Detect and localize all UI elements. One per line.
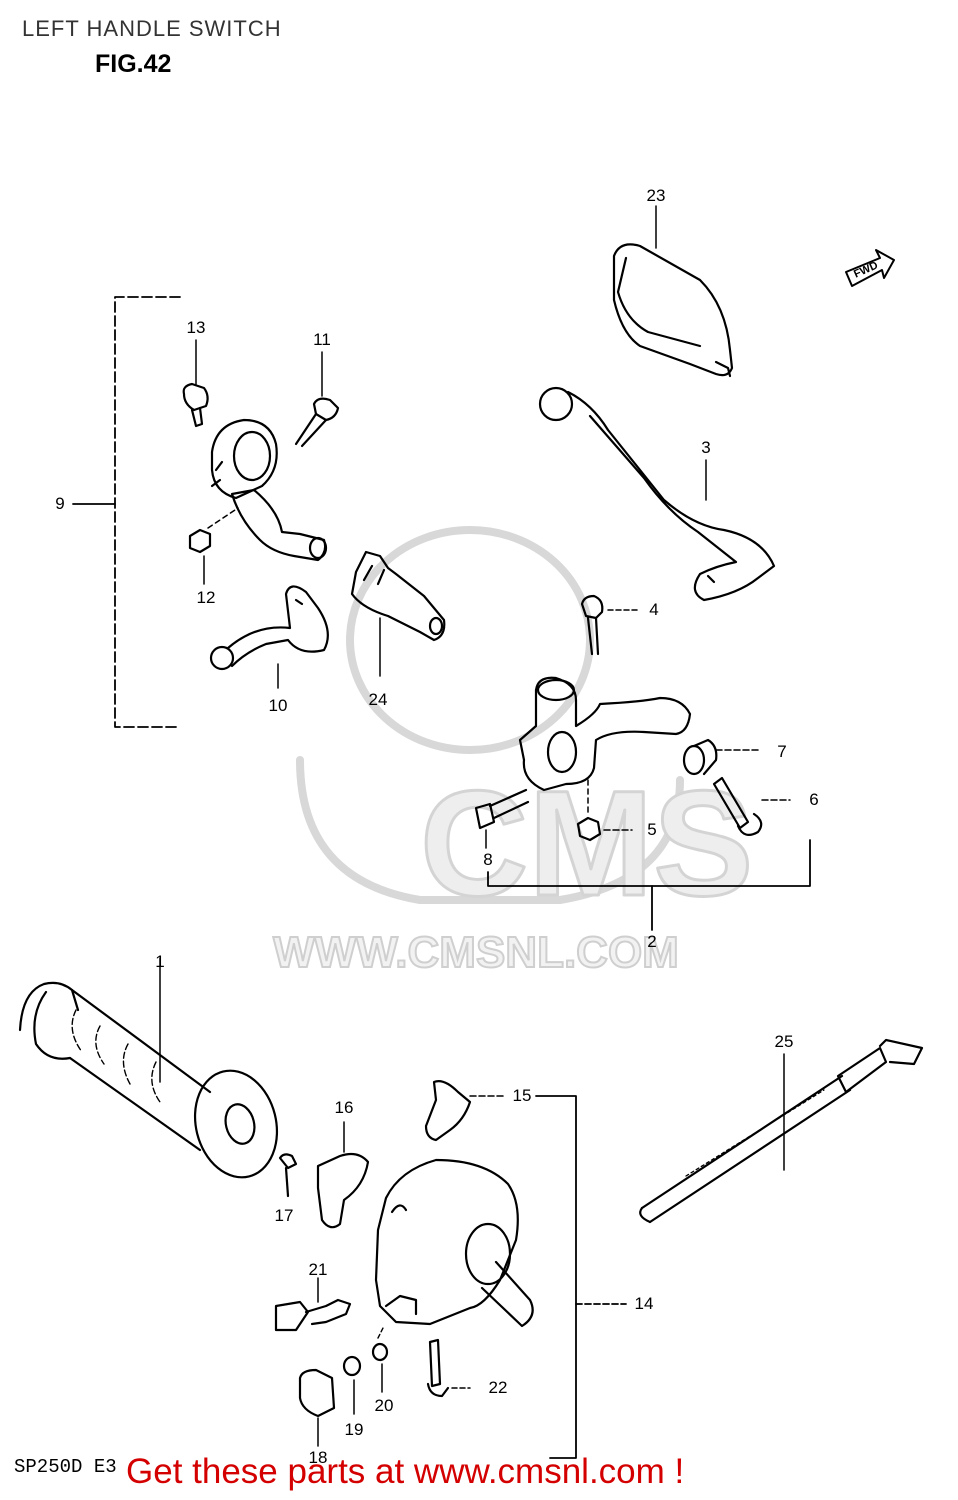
- part-7-collar: [682, 738, 759, 776]
- part-6-pivot-bolt: [712, 776, 791, 837]
- part-11-screw: [294, 351, 340, 448]
- watermark-logo: CMS: [296, 526, 755, 929]
- callout-10: 10: [268, 696, 288, 715]
- part-25-cable-tie: [639, 1038, 924, 1224]
- bracket-group-2: [487, 839, 811, 931]
- callout-14: 14: [634, 1294, 654, 1313]
- callout-21: 21: [308, 1260, 328, 1279]
- callout-12: 12: [196, 588, 216, 607]
- part-13-bolt: [182, 339, 209, 428]
- part-24-bracket: [350, 550, 446, 677]
- callout-24: 24: [368, 690, 388, 709]
- callout-4: 4: [649, 600, 659, 619]
- part-16-knob: [316, 1121, 370, 1229]
- part-22-screw: [426, 1338, 471, 1398]
- bracket-group-9: [72, 296, 181, 728]
- model-code: SP250D E3: [14, 1456, 117, 1478]
- part-8-bolt: [474, 788, 530, 849]
- figure-number: FIG.42: [95, 50, 172, 78]
- callout-5: 5: [647, 820, 657, 839]
- part-5-nut: [576, 816, 633, 842]
- part-14-switch-housing: [374, 1158, 534, 1328]
- diagram-title: LEFT HANDLE SWITCH: [22, 16, 282, 41]
- callout-25: 25: [774, 1032, 794, 1051]
- callout-6: 6: [809, 790, 819, 809]
- part-1-grip: [18, 957, 279, 1179]
- part-4-bolt: [580, 594, 641, 656]
- callout-20: 20: [374, 1396, 394, 1415]
- callout-9: 9: [55, 494, 65, 513]
- part-21-connector: [274, 1277, 352, 1332]
- part-2-lever-holder: [518, 676, 692, 817]
- part-9-lever-holder: [210, 418, 328, 562]
- bracket-group-14: [535, 1095, 627, 1459]
- callout-22: 22: [488, 1378, 508, 1397]
- callout-18: 18: [308, 1448, 328, 1467]
- fwd-arrow-icon: [845, 249, 895, 287]
- part-19-spring: [342, 1355, 362, 1415]
- callout-2: 2: [647, 932, 657, 951]
- promo-link[interactable]: Get these parts at www.cmsnl.com !: [126, 1452, 685, 1491]
- callout-7: 7: [777, 742, 787, 761]
- callout-16: 16: [334, 1098, 354, 1117]
- part-18-switch-cap: [298, 1368, 336, 1447]
- part-17-screw: [278, 1153, 298, 1198]
- callout-3: 3: [701, 438, 711, 457]
- part-20-ball: [371, 1325, 389, 1393]
- callout-15: 15: [512, 1086, 532, 1105]
- callout-17: 17: [274, 1206, 294, 1225]
- part-12-nut: [188, 507, 239, 585]
- svg-text:CMS: CMS: [420, 759, 753, 927]
- callout-13: 13: [186, 318, 206, 337]
- watermark-text: WWW.CMSNL.COM: [272, 927, 680, 978]
- part-23-rubber-boot: [612, 205, 734, 378]
- callout-11: 11: [313, 330, 331, 349]
- part-3-clutch-lever: [538, 386, 776, 602]
- callout-8: 8: [483, 850, 493, 869]
- part-15-switch-knob: [424, 1080, 507, 1142]
- callout-1: 1: [155, 952, 165, 971]
- callout-19: 19: [344, 1420, 364, 1439]
- callout-23: 23: [646, 186, 666, 205]
- part-10-adjuster-lever: [209, 585, 329, 689]
